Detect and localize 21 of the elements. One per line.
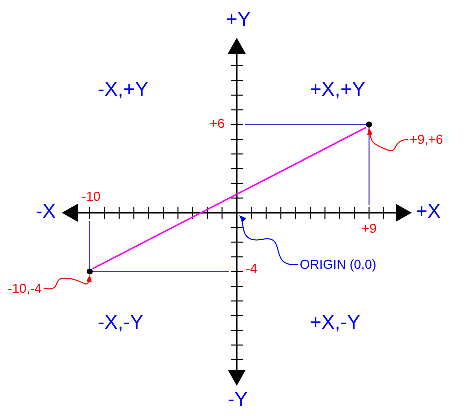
quadrant-label: -X,-Y [98,313,144,333]
leader-line [44,275,92,290]
axis-label: -X [36,202,56,222]
quadrant-label: +X,-Y [310,313,361,333]
quadrant-label: -X,+Y [98,80,149,100]
tick-label: -4 [246,262,258,275]
point-dot [87,268,93,275]
point-label: -10,-4 [8,282,42,295]
tick-label: +9 [362,222,377,235]
point-dot [366,122,372,128]
point-label: +9,+6 [410,133,444,146]
leader-line [367,128,408,152]
axis-label: -Y [228,390,248,410]
connecting-line [92,126,367,270]
leader-line [240,215,298,266]
tick-label: +6 [210,117,225,130]
axis-label: +X [416,202,442,222]
axis-label: +Y [226,10,252,30]
tick-label: -10 [82,190,101,203]
point-label: ORIGIN (0,0) [300,258,377,271]
quadrant-label: +X,+Y [310,80,366,100]
